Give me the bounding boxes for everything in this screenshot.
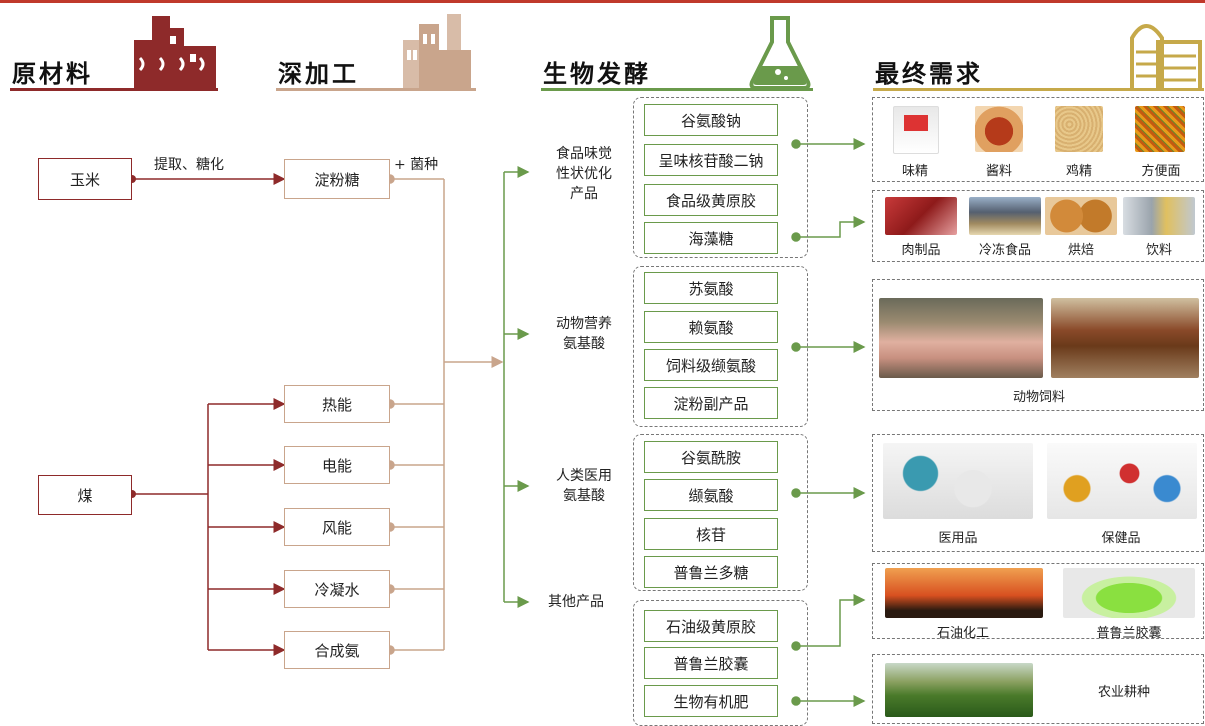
demand-label-medical: 医用品 (938, 531, 978, 546)
header-line-ferment (541, 88, 813, 91)
product-starch-byproduct: 淀粉副产品 (644, 387, 778, 419)
product-threonine: 苏氨酸 (644, 272, 778, 304)
raw-corn-box: 玉米 (38, 158, 132, 200)
msg-package-image (893, 106, 939, 154)
product-lysine: 赖氨酸 (644, 311, 778, 343)
edge-label-extract: 提取、糖化 (154, 157, 224, 173)
sauce-image (975, 106, 1023, 152)
product-pullulan-capsule: 普鲁兰胶囊 (644, 647, 778, 679)
demand-label-health: 保健品 (1101, 531, 1141, 546)
demand-group-food: 肉制品 冷冻食品 烘焙 饮料 (872, 190, 1204, 262)
demand-label-bakery: 烘焙 (1067, 243, 1094, 258)
header-deep-processing: 深加工 (278, 59, 359, 88)
product-glutamine: 谷氨酰胺 (644, 441, 778, 473)
product-feed-valine: 饲料级缬氨酸 (644, 349, 778, 381)
header-line-deep (276, 88, 476, 91)
supplements-image (1047, 443, 1197, 519)
category-other-products: 其他产品 (548, 594, 604, 610)
product-food-xanthan: 食品级黄原胶 (644, 184, 778, 216)
factory-icon (134, 16, 216, 90)
product-organic-fertilizer: 生物有机肥 (644, 685, 778, 717)
energy-box-condensate: 冷凝水 (284, 570, 390, 608)
demand-group-feed: 动物饲料 (872, 279, 1204, 411)
demand-label-instant-noodle: 方便面 (1141, 164, 1181, 179)
oil-pump-image (885, 568, 1043, 618)
demand-label-petrochem: 石油化工 (936, 626, 989, 641)
energy-box-heat: 热能 (284, 385, 390, 423)
cattle-image (1051, 298, 1199, 378)
top-border (0, 0, 1205, 3)
beverage-image (1123, 197, 1195, 235)
product-nucleoside: 核苷 (644, 518, 778, 550)
product-msg: 谷氨酸钠 (644, 104, 778, 136)
frozen-food-image (969, 197, 1041, 235)
product-oil-xanthan: 石油级黄原胶 (644, 610, 778, 642)
header-line-final (873, 88, 1204, 91)
deep-starch-sugar-box: 淀粉糖 (284, 159, 390, 199)
category-food-taste: 食品味觉 性状优化 产品 (556, 146, 612, 202)
category-human-medical: 人类医用 氨基酸 (556, 468, 612, 504)
bakery-image (1045, 197, 1117, 235)
product-nucleotide: 呈味核苷酸二钠 (644, 144, 778, 176)
category-animal-nutrition: 动物营养 氨基酸 (556, 316, 612, 352)
demand-label-frozen: 冷冻食品 (978, 243, 1031, 258)
demand-group-seasoning: 味精 酱料 鸡精 方便面 (872, 97, 1204, 182)
demand-group-medical: 医用品 保健品 (872, 434, 1204, 552)
edge-label-strain: + 菌种 (394, 157, 439, 173)
demand-label-msg: 味精 (901, 164, 928, 179)
instant-noodle-image (1135, 106, 1185, 152)
demand-label-beverage: 饮料 (1145, 243, 1172, 258)
product-pullulan: 普鲁兰多糖 (644, 556, 778, 588)
product-trehalose: 海藻糖 (644, 222, 778, 254)
meat-products-image (885, 197, 957, 235)
energy-box-electric: 电能 (284, 446, 390, 484)
building-icon (1130, 24, 1202, 90)
product-valine: 缬氨酸 (644, 479, 778, 511)
header-final-demand: 最终需求 (875, 59, 983, 88)
header-line-raw (10, 88, 218, 91)
demand-label-meat: 肉制品 (901, 243, 941, 258)
raw-coal-box: 煤 (38, 475, 132, 515)
plant-icon (403, 14, 471, 90)
demand-label-animal-feed: 动物饲料 (1012, 390, 1065, 405)
demand-label-sauce: 酱料 (985, 164, 1012, 179)
header-raw-materials: 原材料 (12, 59, 93, 88)
pigs-image (879, 298, 1043, 378)
medicine-image (883, 443, 1033, 519)
header-fermentation: 生物发酵 (543, 59, 651, 88)
demand-label-chicken-essence: 鸡精 (1065, 164, 1092, 179)
product-group-food (633, 97, 808, 258)
energy-box-wind: 风能 (284, 508, 390, 546)
product-group-animal (633, 266, 808, 427)
demand-label-pullulan-capsule: 普鲁兰胶囊 (1096, 626, 1162, 641)
product-group-medical (633, 434, 808, 591)
energy-box-ammonia: 合成氨 (284, 631, 390, 669)
demand-label-agriculture: 农业耕种 (1097, 685, 1150, 700)
demand-group-agri: 农业耕种 (872, 654, 1204, 724)
capsules-image (1063, 568, 1195, 618)
chicken-essence-image (1055, 106, 1103, 152)
farmland-image (885, 663, 1033, 717)
demand-group-industrial: 石油化工 普鲁兰胶囊 (872, 563, 1204, 641)
